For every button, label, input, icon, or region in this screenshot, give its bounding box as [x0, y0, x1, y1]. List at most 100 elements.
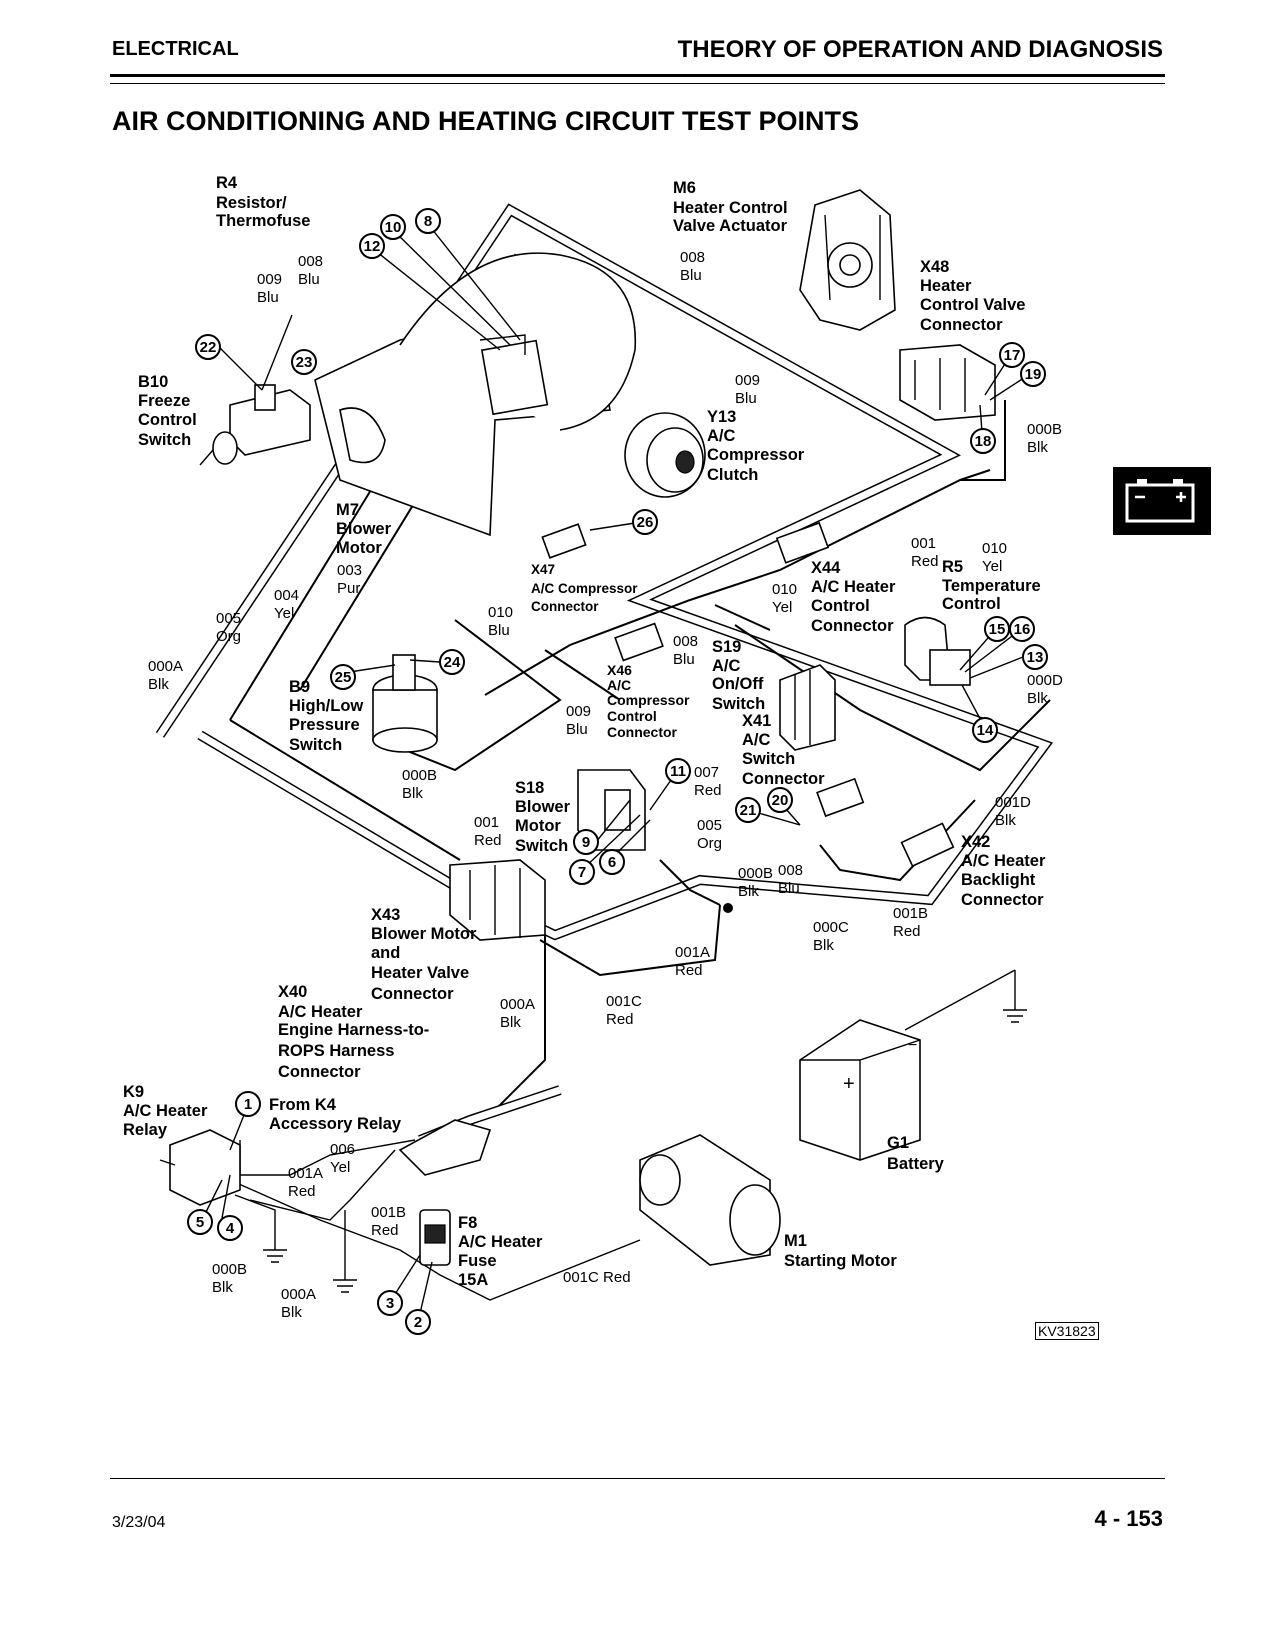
svg-text:Connector: Connector [742, 770, 825, 788]
svg-text:ROPS Harness: ROPS Harness [278, 1042, 394, 1060]
svg-text:010: 010 [488, 604, 513, 621]
svg-text:006: 006 [330, 1141, 355, 1158]
svg-text:Switch: Switch [289, 736, 342, 754]
svg-text:000B: 000B [1027, 421, 1062, 438]
svg-text:From K4: From K4 [269, 1096, 337, 1114]
svg-text:009: 009 [566, 703, 591, 720]
heater-valve-actuator-drawing [799, 189, 896, 331]
svg-text:Yel: Yel [274, 605, 294, 622]
svg-text:Blk: Blk [738, 883, 759, 900]
svg-text:A/C: A/C [712, 657, 741, 675]
test-point-11: 11 [665, 758, 691, 784]
svg-text:Fuse: Fuse [458, 1252, 497, 1270]
svg-text:Switch: Switch [742, 750, 795, 768]
svg-text:Y13: Y13 [707, 408, 736, 426]
svg-text:Control Valve: Control Valve [920, 296, 1025, 314]
svg-text:Red: Red [675, 962, 703, 979]
figure-id: KV31823 [1035, 1322, 1099, 1340]
svg-text:Accessory Relay: Accessory Relay [269, 1115, 402, 1133]
test-point-5: 5 [187, 1209, 213, 1235]
svg-text:Connector: Connector [607, 724, 678, 740]
svg-text:Blk: Blk [1027, 439, 1048, 456]
svg-text:26: 26 [637, 514, 654, 531]
svg-text:X46: X46 [607, 662, 632, 678]
svg-text:2: 2 [414, 1314, 422, 1331]
test-point-2: 2 [405, 1309, 431, 1335]
test-points: 1 2 3 4 5 6 7 8 9 10 11 12 13 14 15 16 1… [187, 208, 1048, 1335]
svg-text:X41: X41 [742, 712, 771, 730]
svg-text:005: 005 [216, 610, 241, 627]
svg-text:G1: G1 [887, 1134, 909, 1152]
svg-text:009: 009 [257, 271, 282, 288]
svg-text:+: + [843, 1073, 855, 1095]
svg-text:Switch: Switch [515, 837, 568, 855]
svg-text:Connector: Connector [920, 316, 1003, 334]
svg-text:008: 008 [778, 862, 803, 879]
svg-text:Pur: Pur [337, 580, 360, 597]
svg-text:Red: Red [606, 1011, 634, 1028]
svg-text:001B: 001B [371, 1204, 406, 1221]
svg-text:003: 003 [337, 562, 362, 579]
chapter-header: THEORY OF OPERATION AND DIAGNOSIS [677, 36, 1163, 63]
test-point-8: 8 [415, 208, 441, 234]
svg-text:Blower Motor: Blower Motor [371, 925, 477, 943]
svg-text:Heater Control: Heater Control [673, 199, 788, 217]
test-point-18: 18 [970, 428, 996, 454]
relay-drawing [159, 1129, 241, 1206]
svg-text:Switch: Switch [138, 431, 191, 449]
svg-text:X42: X42 [961, 833, 990, 851]
svg-text:17: 17 [1004, 347, 1021, 364]
pressure-switch-drawing [372, 654, 438, 753]
svg-text:Motor: Motor [515, 817, 561, 835]
blower-switch-drawing [577, 769, 646, 851]
svg-text:Org: Org [216, 628, 241, 645]
svg-text:15A: 15A [458, 1271, 488, 1289]
page-title: AIR CONDITIONING AND HEATING CIRCUIT TES… [112, 106, 859, 136]
svg-text:000D: 000D [1027, 672, 1063, 689]
svg-text:X40: X40 [278, 983, 307, 1001]
x47-connector-drawing [541, 523, 587, 559]
ac-switch-drawing [779, 664, 836, 751]
svg-text:Blk: Blk [212, 1279, 233, 1296]
svg-text:001D: 001D [995, 794, 1031, 811]
svg-text:M6: M6 [673, 179, 696, 197]
test-point-21: 21 [735, 797, 761, 823]
svg-text:7: 7 [578, 864, 586, 881]
blower-motor-drawing [314, 252, 637, 537]
svg-text:Red: Red [371, 1222, 399, 1239]
svg-text:Relay: Relay [123, 1121, 168, 1139]
svg-text:B10: B10 [138, 373, 168, 391]
svg-text:001C Red: 001C Red [563, 1269, 631, 1286]
svg-text:Compressor: Compressor [707, 446, 805, 464]
svg-text:000B: 000B [402, 767, 437, 784]
test-point-20: 20 [767, 787, 793, 813]
test-point-15: 15 [984, 616, 1010, 642]
svg-text:X48: X48 [920, 258, 949, 276]
svg-text:21: 21 [740, 802, 757, 819]
battery-drawing: + − [799, 1019, 921, 1161]
svg-text:Motor: Motor [336, 539, 382, 557]
svg-text:Blk: Blk [148, 676, 169, 693]
test-point-19: 19 [1020, 361, 1046, 387]
svg-text:008: 008 [680, 249, 705, 266]
svg-text:Backlight: Backlight [961, 871, 1036, 889]
svg-text:Org: Org [697, 835, 722, 852]
svg-text:4: 4 [226, 1220, 235, 1237]
